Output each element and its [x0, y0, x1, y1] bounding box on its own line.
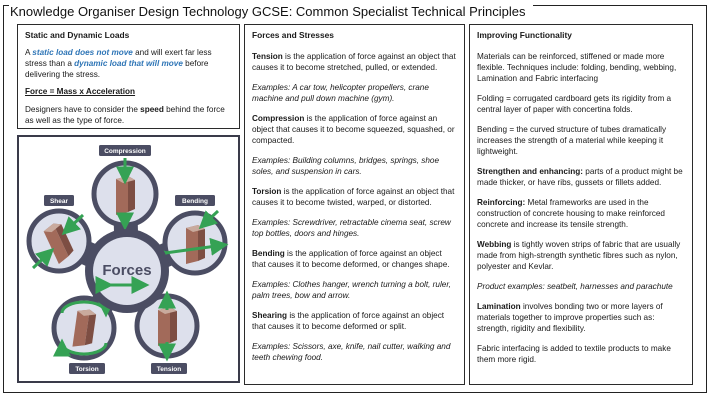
bending-text: Bending = the curved structure of tubes …	[477, 125, 667, 156]
strengthen-text: parts of a product might be made thicker…	[477, 167, 683, 187]
force-formula: Force = Mass x Acceleration	[25, 87, 136, 96]
shearing-examples: Examples: Scissors, axe, knife, nail cut…	[252, 342, 451, 362]
bending-examples: Examples: Clothes hanger, wrench turning…	[252, 280, 451, 300]
left-box-paragraph-1: A static load does not move and will exe…	[25, 47, 232, 80]
compression-label: Compression	[104, 148, 146, 155]
left-box-paragraph-2: Designers have to consider the speed beh…	[25, 104, 232, 126]
tension-definition: Tension is the application of force agai…	[252, 51, 457, 73]
shear-arrow-top	[61, 213, 85, 236]
torsion-arrow-top	[60, 299, 115, 318]
page-title: Knowledge Organiser Design Technology GC…	[9, 1, 534, 22]
dynamic-load-highlight: dynamic load that will move	[74, 59, 183, 68]
folding-text: Folding = corrugated cardboard gets its …	[477, 94, 672, 114]
webbing-paragraph: Webbing is tightly woven strips of fabri…	[477, 239, 685, 272]
forces-and-stresses-box: Forces and Stresses Tension is the appli…	[244, 24, 465, 385]
def-torsion: is the application of force against an o…	[252, 187, 455, 207]
bending-block	[186, 225, 205, 264]
torsion-label: Torsion	[75, 366, 98, 373]
lamination-lead: Lamination	[477, 302, 521, 311]
p1-post: before delivering the stress.	[25, 59, 209, 79]
webbing-text: is tightly woven strips of fabric that a…	[477, 240, 681, 271]
def-tension: is the application of force against an o…	[252, 52, 456, 72]
p2-post: behind the force as well as the type of …	[25, 105, 225, 125]
def-bending: is the application of force against an o…	[252, 249, 450, 269]
fabric-interfacing-text: Fabric interfacing is added to textile p…	[477, 344, 671, 364]
tension-block	[158, 307, 177, 346]
compression-definition: Compression is the application of force …	[252, 113, 457, 146]
term-shearing: Shearing	[252, 311, 288, 320]
forces-center-hub: Forces	[85, 229, 169, 313]
bending-double-arrow	[150, 237, 229, 264]
strengthen-lead: Strengthen and enhancing:	[477, 167, 583, 176]
torsion-arrow-bottom	[53, 338, 108, 357]
forces-diagram: Forces Compression Shear Bending Torsion…	[26, 145, 229, 374]
reinforcing-paragraph: Reinforcing: Metal frameworks are used i…	[477, 197, 685, 230]
term-compression: Compression	[252, 114, 305, 123]
compression-block	[116, 176, 135, 215]
fabric-interfacing-paragraph: Fabric interfacing is added to textile p…	[477, 343, 685, 365]
left-box-heading: Static and Dynamic Loads	[25, 30, 130, 40]
term-bending: Bending	[252, 249, 285, 258]
static-dynamic-loads-box: Static and Dynamic Loads A static load d…	[17, 24, 240, 129]
bending-definition: Bending is the application of force agai…	[252, 248, 457, 270]
lamination-paragraph: Lamination involves bonding two or more …	[477, 301, 685, 334]
p1-mid: and will exert far less stress than a	[25, 48, 212, 68]
force-node-labels: Compression Shear Bending Torsion Tensio…	[44, 145, 215, 374]
reinforcing-lead: Reinforcing:	[477, 198, 526, 207]
bending-arrow-top	[198, 209, 220, 230]
force-arrows	[31, 158, 229, 362]
def-shearing: is the application of force against an o…	[252, 311, 445, 331]
torsion-examples: Examples: Screwdriver, retractable cinem…	[252, 218, 451, 238]
torsion-definition: Torsion is the application of force agai…	[252, 186, 457, 208]
shear-label: Shear	[50, 198, 69, 205]
materials-paragraph: Materials can be reinforced, stiffened o…	[477, 51, 685, 84]
forces-center-label: Forces	[102, 262, 151, 279]
strengthen-paragraph: Strengthen and enhancing: parts of a pro…	[477, 166, 685, 188]
p1-pre: A	[25, 48, 33, 57]
materials-text: Materials can be reinforced, stiffened o…	[477, 52, 677, 83]
reinforcing-text: Metal frameworks are used in the constru…	[477, 198, 665, 229]
bending-label: Bending	[182, 198, 208, 205]
forces-diagram-box: Forces Compression Shear Bending Torsion…	[17, 135, 240, 383]
tension-examples: Examples: A car tow, helicopter propelle…	[252, 83, 429, 103]
term-tension: Tension	[252, 52, 283, 61]
right-box-heading: Improving Functionality	[477, 30, 572, 40]
speed-bold: speed	[140, 105, 164, 114]
lamination-text: involves bonding two or more layers of m…	[477, 302, 663, 333]
static-load-highlight: static load does not move	[32, 48, 133, 57]
def-compression: is the application of force against an o…	[252, 114, 455, 145]
tension-label: Tension	[157, 366, 181, 373]
product-examples-paragraph: Product examples: seatbelt, harnesses an…	[477, 282, 673, 291]
term-torsion: Torsion	[252, 187, 282, 196]
compression-examples: Examples: Building columns, bridges, spr…	[252, 156, 440, 176]
middle-box-heading: Forces and Stresses	[252, 30, 334, 40]
webbing-lead: Webbing	[477, 240, 512, 249]
bending-paragraph: Bending = the curved structure of tubes …	[477, 124, 685, 157]
shearing-definition: Shearing is the application of force aga…	[252, 310, 457, 332]
folding-paragraph: Folding = corrugated cardboard gets its …	[477, 93, 685, 115]
shear-arrow-bottom	[31, 247, 55, 270]
improving-functionality-box: Improving Functionality Materials can be…	[469, 24, 693, 385]
p2-pre: Designers have to consider the	[25, 105, 141, 114]
